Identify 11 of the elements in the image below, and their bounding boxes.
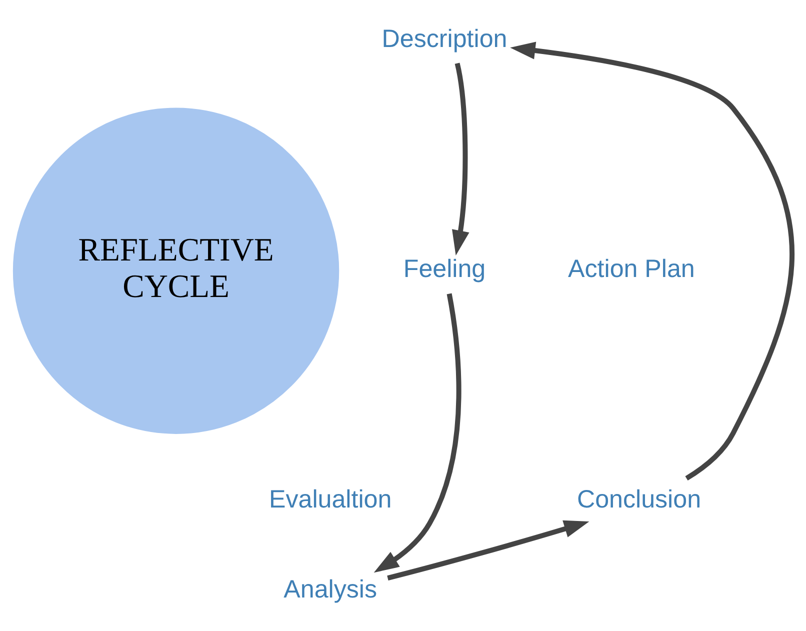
node-text: Feeling (403, 254, 486, 283)
node-circle: REFLECTIVE CYCLE (12, 107, 340, 434)
arrow (452, 62, 470, 255)
node-text: Analysis (284, 575, 378, 604)
arrow (387, 520, 590, 580)
node-text: Evalualtion (269, 484, 392, 513)
node-text: Description (382, 24, 508, 52)
arrow (374, 292, 462, 572)
arrow (510, 41, 794, 480)
node-text: Action Plan (568, 254, 695, 283)
node-text: Conclusion (576, 484, 702, 513)
